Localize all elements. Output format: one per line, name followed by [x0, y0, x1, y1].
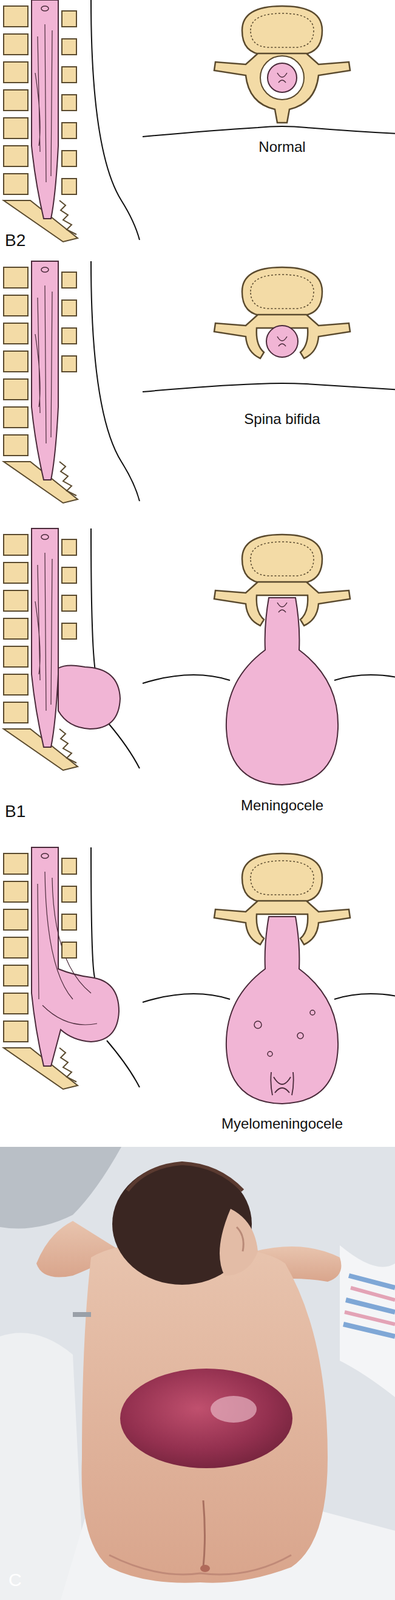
normal-sagittal: [3, 0, 140, 242]
panel-letter: C: [8, 1567, 22, 1590]
panel-letter: B2: [4, 230, 26, 250]
figure-label: Meningocele: [240, 796, 324, 814]
figure-label: Normal: [258, 138, 306, 156]
myelomeningocele-sagittal: [3, 846, 140, 1088]
panel-letter: B1: [4, 800, 26, 821]
myelomeningocele-axial: [142, 852, 395, 1103]
meningocele-sagittal: [3, 527, 140, 770]
normal-axial: [142, 6, 395, 137]
spina-bifida-sagittal: [3, 260, 140, 503]
meningocele-axial: [142, 533, 395, 784]
newborn-photo: [0, 1145, 395, 1599]
figure-label: Spina bifida: [243, 410, 320, 428]
figure-label: Myelomeningocele: [221, 1114, 343, 1131]
spina-bifida-axial: [142, 266, 395, 392]
